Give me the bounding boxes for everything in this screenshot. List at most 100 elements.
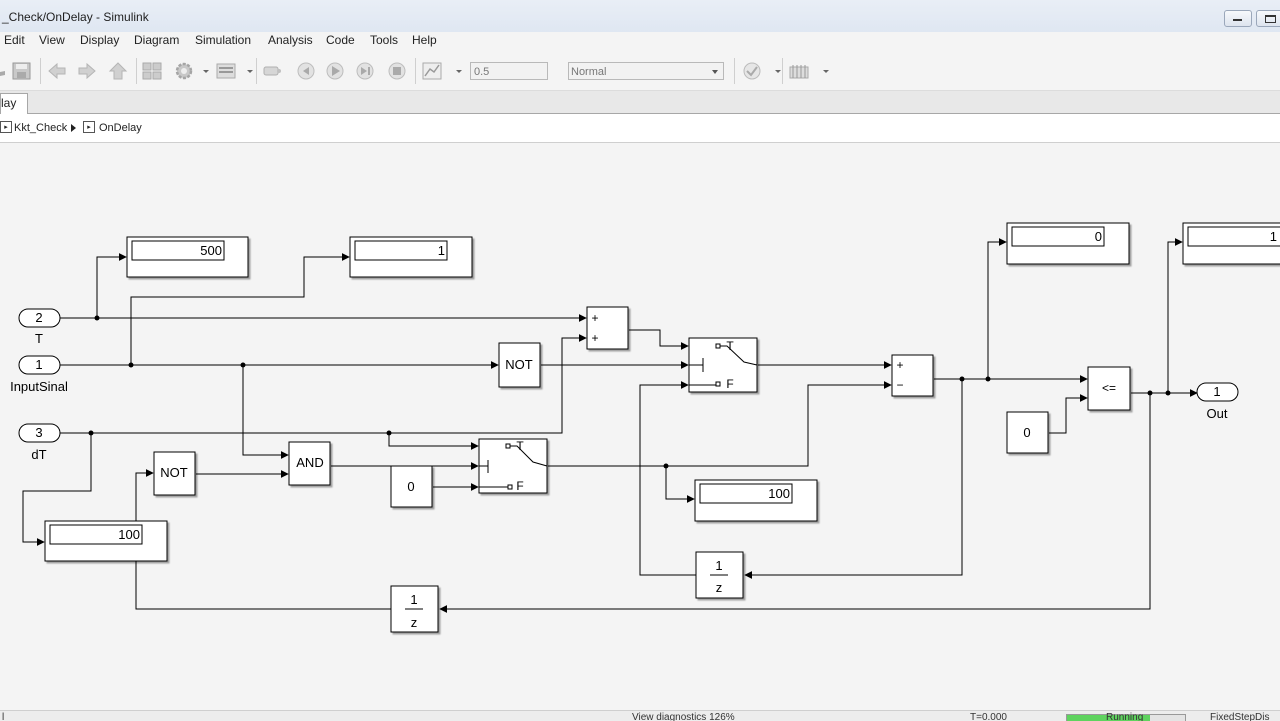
menu-simulation[interactable]: Simulation <box>195 33 252 47</box>
checkmark-icon <box>743 62 761 80</box>
display-block-100-left[interactable]: 100 <box>44 520 168 562</box>
chevron-down-icon <box>456 70 462 73</box>
chevron-down-icon <box>247 70 253 73</box>
status-time: T=0.000 <box>970 712 1007 721</box>
simulation-progress-fill <box>1067 715 1150 721</box>
build-dropdown[interactable] <box>816 62 829 80</box>
sum-block-add[interactable]: + + <box>586 306 629 350</box>
check-button[interactable] <box>742 62 762 80</box>
and-label: AND <box>296 455 323 470</box>
constant-block-compare[interactable]: 0 <box>1006 411 1049 454</box>
display-100-right-value: 100 <box>768 486 790 501</box>
sum-sub-sign-2: − <box>896 378 903 392</box>
unit-delay-left-num: 1 <box>410 592 417 607</box>
step-back-button[interactable] <box>296 62 316 80</box>
build-button[interactable] <box>789 62 809 80</box>
debug-button[interactable] <box>262 62 282 80</box>
simulation-progress-bar <box>1066 714 1186 721</box>
settings-dropdown[interactable] <box>196 62 209 80</box>
constant-compare-value: 0 <box>1023 425 1030 440</box>
save-icon <box>12 62 31 80</box>
display-500-value: 500 <box>200 243 222 258</box>
unit-delay-left[interactable]: 1 z <box>390 585 439 633</box>
inport-t[interactable]: 2 T <box>18 308 61 346</box>
breadcrumb-root[interactable]: Kkt_Check <box>14 122 68 134</box>
save-button[interactable] <box>12 62 32 80</box>
up-arrow-icon <box>108 62 128 80</box>
title-bar: _Check/OnDelay - Simulink <box>0 0 1280 33</box>
switch-upper-false-port: F <box>726 377 733 391</box>
stop-time-input[interactable]: 0.5 <box>470 62 548 80</box>
minimize-icon <box>1233 19 1242 21</box>
library-button[interactable] <box>142 62 162 80</box>
back-button[interactable] <box>47 62 67 80</box>
display-block-0[interactable]: 0 <box>1006 222 1130 265</box>
relational-operator-block[interactable]: <= <box>1087 366 1131 411</box>
display-block-1[interactable]: 1 <box>349 236 473 278</box>
sum-add-sign-1: + <box>591 311 598 325</box>
data-inspector-button[interactable] <box>422 62 442 80</box>
simulation-mode-select[interactable]: Normal <box>568 62 724 80</box>
chevron-down-icon <box>775 70 781 73</box>
menu-diagram[interactable]: Diagram <box>134 33 180 47</box>
outport-label: Out <box>1207 406 1228 421</box>
data-inspector-icon <box>422 62 442 80</box>
chevron-down-icon <box>712 70 718 74</box>
switch-block-upper[interactable]: T F <box>688 337 758 393</box>
maximize-button[interactable] <box>1256 10 1280 27</box>
inport-dt[interactable]: 3 dT <box>18 423 61 462</box>
debug-icon <box>263 66 281 76</box>
forward-button[interactable] <box>77 62 97 80</box>
menu-help[interactable]: Help <box>412 33 437 47</box>
sum-block-subtract[interactable]: + − <box>891 354 934 397</box>
menu-tools[interactable]: Tools <box>370 33 399 47</box>
tab-ondelay[interactable]: lay <box>0 93 28 114</box>
not-block-upper[interactable]: NOT <box>498 342 541 388</box>
stop-icon <box>388 62 406 80</box>
menu-display[interactable]: Display <box>80 33 120 47</box>
menu-edit[interactable]: Edit <box>4 33 25 47</box>
run-button[interactable] <box>325 62 345 80</box>
toolbar-separator <box>734 58 735 84</box>
settings-button[interactable] <box>174 62 194 80</box>
model-explorer-icon <box>216 63 236 79</box>
menu-analysis[interactable]: Analysis <box>268 33 313 47</box>
menu-view[interactable]: View <box>39 33 65 47</box>
inport-t-number: 2 <box>35 310 42 325</box>
display-block-out[interactable]: 1 <box>1182 222 1280 265</box>
chevron-down-icon <box>203 70 209 73</box>
step-forward-button[interactable] <box>355 62 375 80</box>
minimize-button[interactable] <box>1224 10 1252 27</box>
subsystem-icon: ▸ <box>83 121 95 133</box>
open-button[interactable] <box>0 62 20 80</box>
display-block-500[interactable]: 500 <box>126 236 249 278</box>
status-run: Running <box>1106 712 1144 721</box>
model-explorer-button[interactable] <box>216 62 236 80</box>
not-block-lower[interactable]: NOT <box>153 451 196 496</box>
window-title: _Check/OnDelay - Simulink <box>2 10 149 24</box>
menu-code[interactable]: Code <box>326 33 355 47</box>
toolbar-separator <box>782 58 783 84</box>
constant-block-switch[interactable]: 0 <box>390 465 433 508</box>
switch-block-lower[interactable]: T F <box>478 438 548 494</box>
explorer-dropdown[interactable] <box>240 62 253 80</box>
inspector-dropdown[interactable] <box>449 62 462 80</box>
outport-out[interactable]: 1 Out <box>1196 382 1239 421</box>
forward-arrow-icon <box>78 62 96 80</box>
back-arrow-icon <box>48 62 66 80</box>
check-dropdown[interactable] <box>768 62 781 80</box>
stop-button[interactable] <box>387 62 407 80</box>
up-button[interactable] <box>108 62 128 80</box>
block-diagram: 2 T 1 InputSinal 3 dT 1 Out 500 1 0 1 <box>10 222 1280 633</box>
breadcrumb-child[interactable]: OnDelay <box>99 122 142 134</box>
unit-delay-right[interactable]: 1 z <box>695 551 744 599</box>
diagram-canvas[interactable]: 2 T 1 InputSinal 3 dT 1 Out 500 1 0 1 <box>0 143 1280 710</box>
display-out-value: 1 <box>1270 229 1277 244</box>
and-block[interactable]: AND <box>288 441 331 486</box>
relational-operator-label: <= <box>1102 381 1116 395</box>
display-block-100-right[interactable]: 100 <box>694 479 818 522</box>
status-solver: FixedStepDis <box>1210 712 1270 721</box>
step-forward-icon <box>356 62 374 80</box>
inport-inputsinal-number: 1 <box>35 357 42 372</box>
inport-inputsinal[interactable]: 1 InputSinal <box>10 355 68 394</box>
